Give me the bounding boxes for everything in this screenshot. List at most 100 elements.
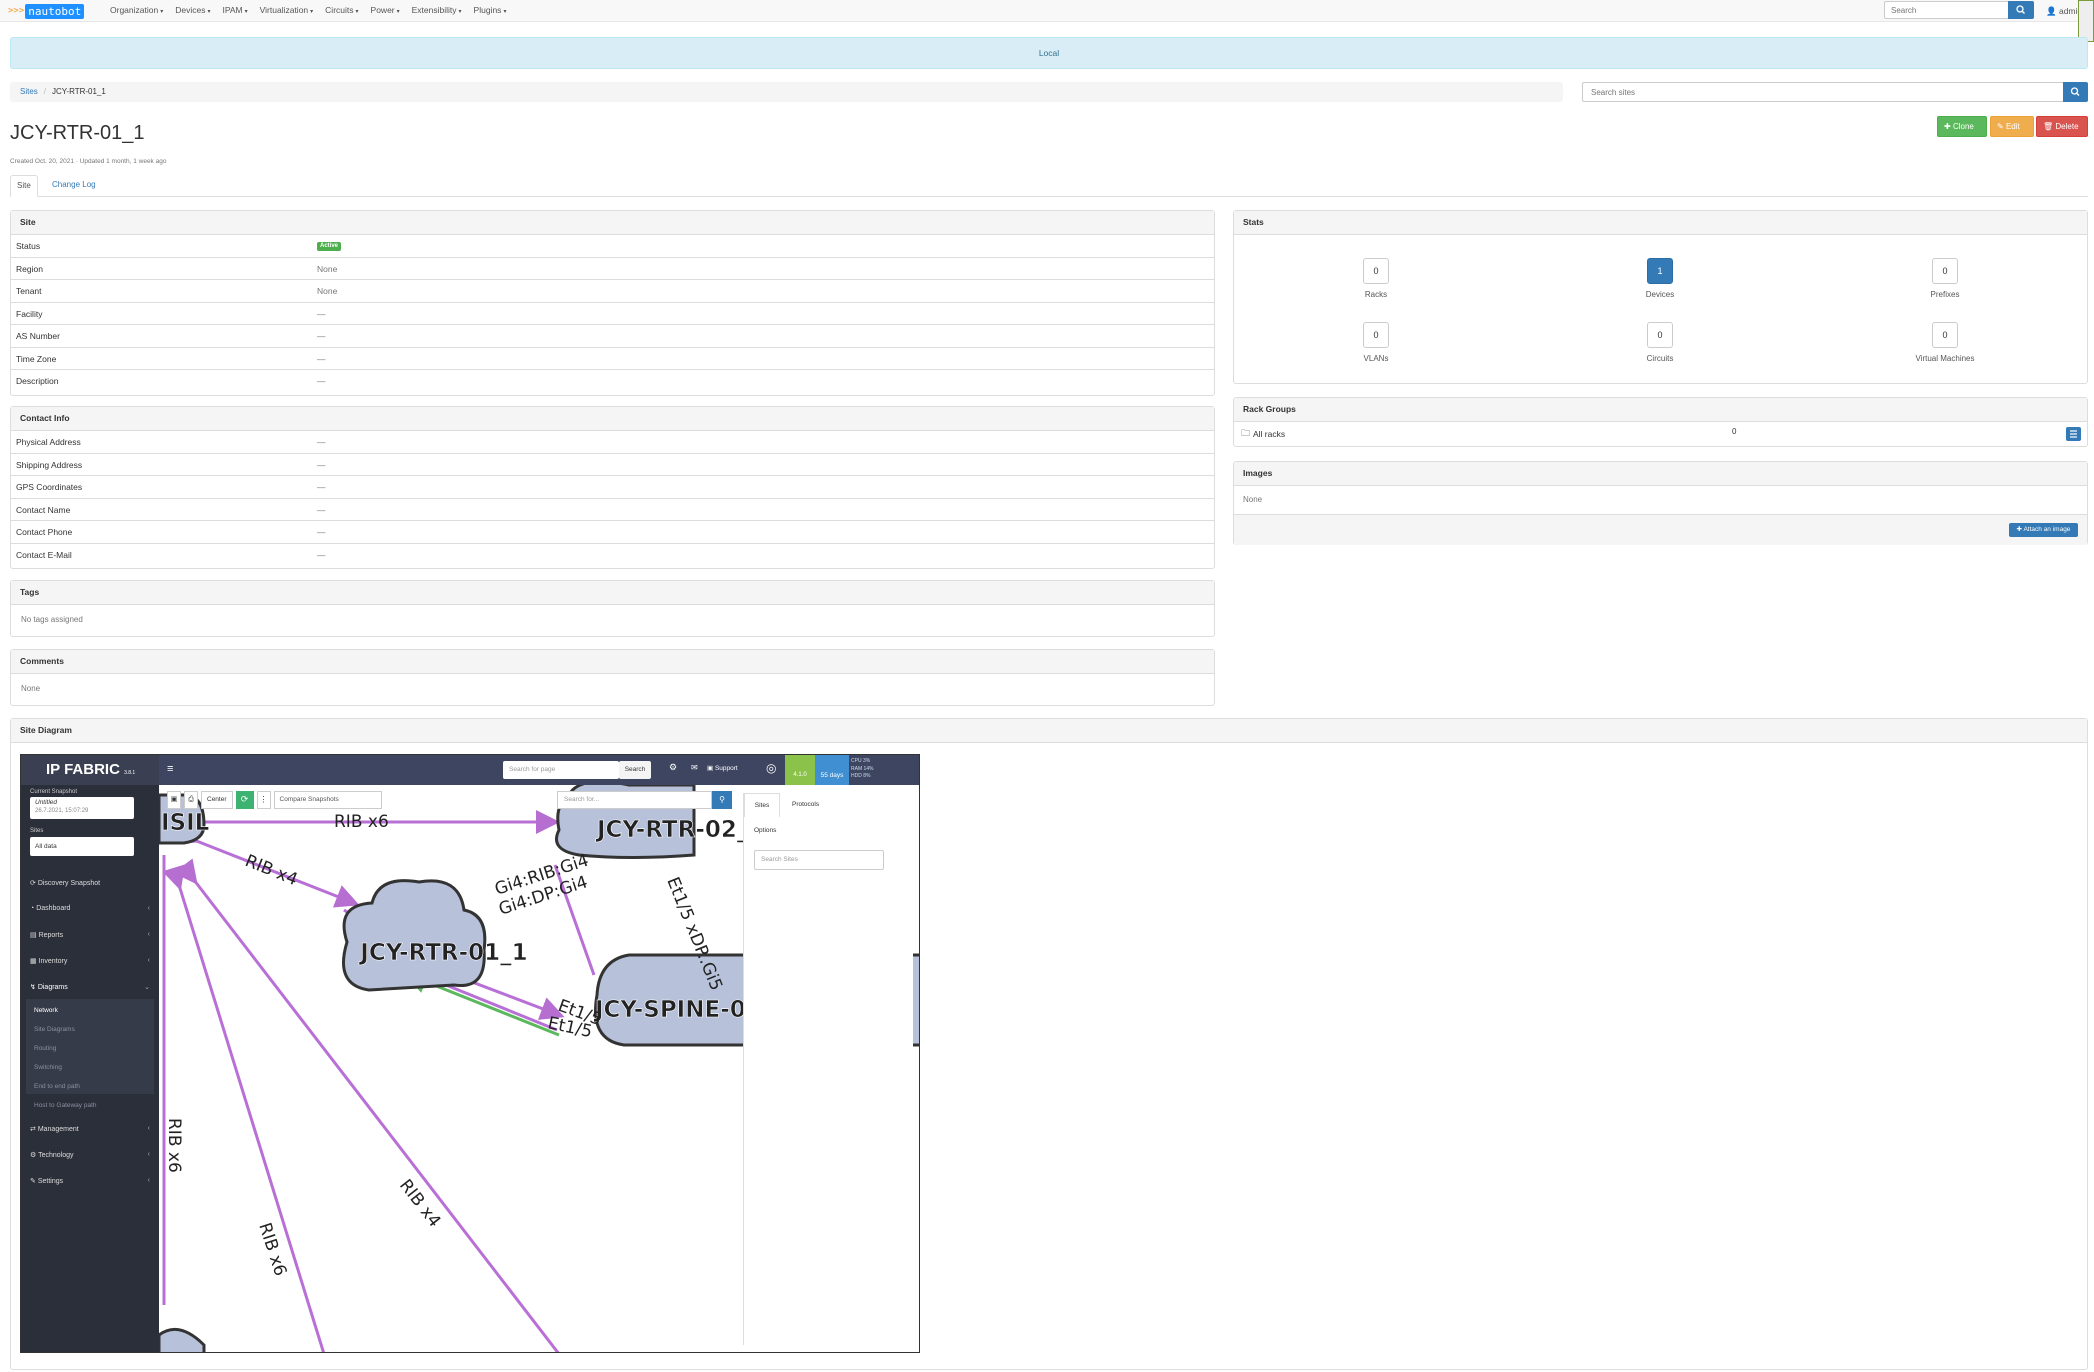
- stat-label: Devices: [1645, 290, 1675, 299]
- row-value: —: [317, 459, 326, 470]
- table-row: Contact Phone—: [11, 521, 1214, 544]
- nav-plugins[interactable]: Plugins▾: [473, 5, 507, 15]
- ipf-menu-item: ▦ Inventory‹: [30, 957, 150, 965]
- user-icon: 👤: [2046, 6, 2057, 16]
- row-label: GPS Coordinates: [16, 482, 83, 492]
- ipf-right-panel: Sites Protocols Options Search Sites: [743, 793, 913, 1345]
- stat-label: VLANs: [1363, 354, 1389, 363]
- ipf-diagram-toolbar: ▣ ⎙ Center ⟳ ⋮ Compare Snapshots: [167, 791, 382, 809]
- brand-name: nautobot: [25, 3, 85, 19]
- images-empty-text: None: [1234, 486, 2087, 515]
- ipf-center-button: Center: [201, 791, 233, 809]
- ipf-submenu-item: End to end path: [34, 1083, 80, 1090]
- ipf-jobs-icon: ⚙: [669, 762, 678, 772]
- site-search-input[interactable]: [1582, 82, 2064, 102]
- site-panel-title: Site: [11, 211, 1214, 235]
- ipf-print-icon: ⎙: [184, 791, 198, 809]
- rack-group-link[interactable]: All racks: [1253, 429, 1286, 439]
- site-search-button[interactable]: [2063, 82, 2088, 102]
- ipf-diagram-search-button: ⚲: [712, 791, 732, 809]
- images-panel: Images None: [1233, 461, 2088, 545]
- row-value: —: [317, 482, 326, 492]
- breadcrumb-current: JCY-RTR-01_1: [52, 87, 106, 96]
- table-row: Facility—: [11, 303, 1214, 325]
- ipf-support: ▣ Support: [707, 765, 738, 772]
- nav-ipam[interactable]: IPAM▾: [222, 5, 248, 15]
- ipf-hamburger-icon: ≡: [167, 763, 174, 775]
- ipf-snapshot-label: Current Snapshot: [30, 789, 78, 795]
- images-panel-title: Images: [1234, 462, 2087, 486]
- global-search-input[interactable]: [1884, 1, 2008, 19]
- breadcrumb: Sites/JCY-RTR-01_1: [10, 82, 1563, 102]
- table-row: Contact E-Mail—: [11, 544, 1214, 567]
- global-search-button[interactable]: [2008, 1, 2034, 19]
- ipf-tab-sites: Sites: [744, 793, 780, 817]
- stat-label: Virtual Machines: [1915, 354, 1975, 363]
- ipf-menu-item: ⚙ Technology‹: [30, 1151, 150, 1159]
- row-label: Description: [16, 376, 59, 386]
- nav-virtualization[interactable]: Virtualization▾: [259, 5, 314, 15]
- rack-groups-panel: Rack Groups 🗀 All racks 0: [1233, 397, 2088, 447]
- clone-button[interactable]: ✚ Clone: [1937, 116, 1987, 137]
- trash-icon: 🗑: [2043, 122, 2054, 131]
- row-value: —: [317, 308, 326, 319]
- row-value: —: [317, 353, 326, 364]
- tab-site[interactable]: Site: [10, 175, 38, 197]
- tags-panel: Tags No tags assigned: [10, 580, 1215, 637]
- ipf-submenu: [26, 999, 154, 1094]
- plus-icon: ✚: [1944, 122, 1951, 131]
- nav-devices[interactable]: Devices▾: [175, 5, 211, 15]
- nav-circuits[interactable]: Circuits▾: [325, 5, 359, 15]
- stat-value: 0: [1647, 322, 1673, 348]
- stat-value: 0: [1363, 258, 1389, 284]
- tab-change-log[interactable]: Change Log: [52, 180, 96, 189]
- page-title: JCY-RTR-01_1: [10, 122, 145, 144]
- edit-button[interactable]: ✎ Edit: [1990, 116, 2034, 137]
- nav-extensibility[interactable]: Extensibility▾: [411, 5, 462, 15]
- brand-logo[interactable]: >>> nautobot: [8, 3, 85, 19]
- breadcrumb-sites-link[interactable]: Sites: [20, 87, 38, 96]
- environment-banner: Local: [10, 37, 2088, 69]
- row-value: —: [317, 504, 326, 515]
- nav-organization[interactable]: Organization▾: [110, 5, 164, 15]
- delete-button[interactable]: 🗑 Delete: [2036, 116, 2088, 137]
- stat-value: 1: [1647, 258, 1673, 284]
- stat-value: 0: [1363, 322, 1389, 348]
- list-button[interactable]: [2066, 427, 2081, 441]
- debug-toolbar-handle[interactable]: [2078, 0, 2094, 42]
- tags-empty-text: No tags assigned: [21, 615, 83, 624]
- row-value: —: [317, 331, 326, 341]
- row-label: Shipping Address: [16, 459, 83, 470]
- edge-label: RIB x6: [164, 1118, 184, 1173]
- ipf-more-icon: ⋮: [256, 791, 271, 809]
- row-label: Contact Name: [16, 504, 71, 515]
- ipf-sys-stats: CPU 3%RAM 14%HDD 8%: [851, 758, 874, 779]
- ipf-compare-select: Compare Snapshots: [273, 791, 382, 809]
- page-subtitle: Created Oct. 20, 2021 · Updated 1 month,…: [10, 158, 167, 165]
- ipf-menu-item: ✎ Settings‹: [30, 1177, 150, 1185]
- ipf-save-icon: ▣: [167, 791, 181, 809]
- ipf-tab-protocols: Protocols: [792, 801, 820, 808]
- ipf-menu-item: ↯ Diagrams⌄: [30, 984, 150, 991]
- ipf-logo: IP FABRIC 3.8.1: [21, 755, 159, 785]
- row-label: Physical Address: [16, 437, 81, 447]
- ipf-sites-select: All data: [30, 837, 134, 856]
- attach-image-button[interactable]: ✚ Attach an image: [2009, 523, 2078, 537]
- comments-text: None: [21, 684, 41, 693]
- nav-power[interactable]: Power▾: [370, 5, 400, 15]
- user-menu[interactable]: 👤 admin: [2046, 6, 2083, 16]
- table-row: GPS Coordinates —: [11, 476, 1214, 499]
- object-tabs: Site Change Log: [10, 175, 2088, 197]
- row-label: Contact E-Mail: [16, 549, 72, 560]
- stat-value: 0: [1932, 322, 1958, 348]
